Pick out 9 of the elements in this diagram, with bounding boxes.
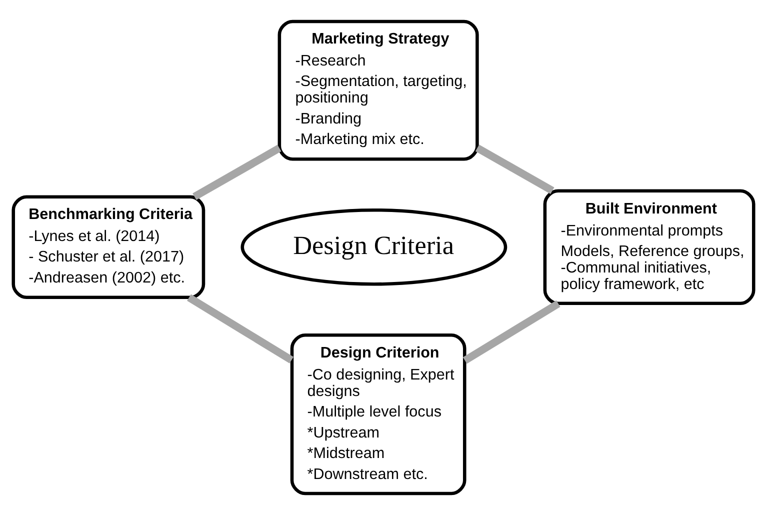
node-box: Marketing Strategy -Research -Segmentation, targeting, positioning -Branding -Marketing mix etc.	[277, 20, 478, 161]
node-box: Built Environment -Environmental prompts Models, Reference groups, -Communal initiatives, policy framework, etc	[542, 189, 755, 306]
connector	[192, 144, 281, 200]
node-ellipse: Design Criteria	[240, 208, 507, 286]
connector	[186, 294, 294, 364]
connector	[474, 144, 554, 194]
connector	[462, 300, 560, 364]
node-box: Design Criterion -Co designing, Expert designs -Multiple level focus *Upstream *Midstream *Downstream etc.	[290, 333, 466, 496]
node-box: Benchmarking Criteria -Lynes et al. (2014) - Schuster et al. (2017) -Andreasen (2002) etc.	[11, 195, 205, 300]
